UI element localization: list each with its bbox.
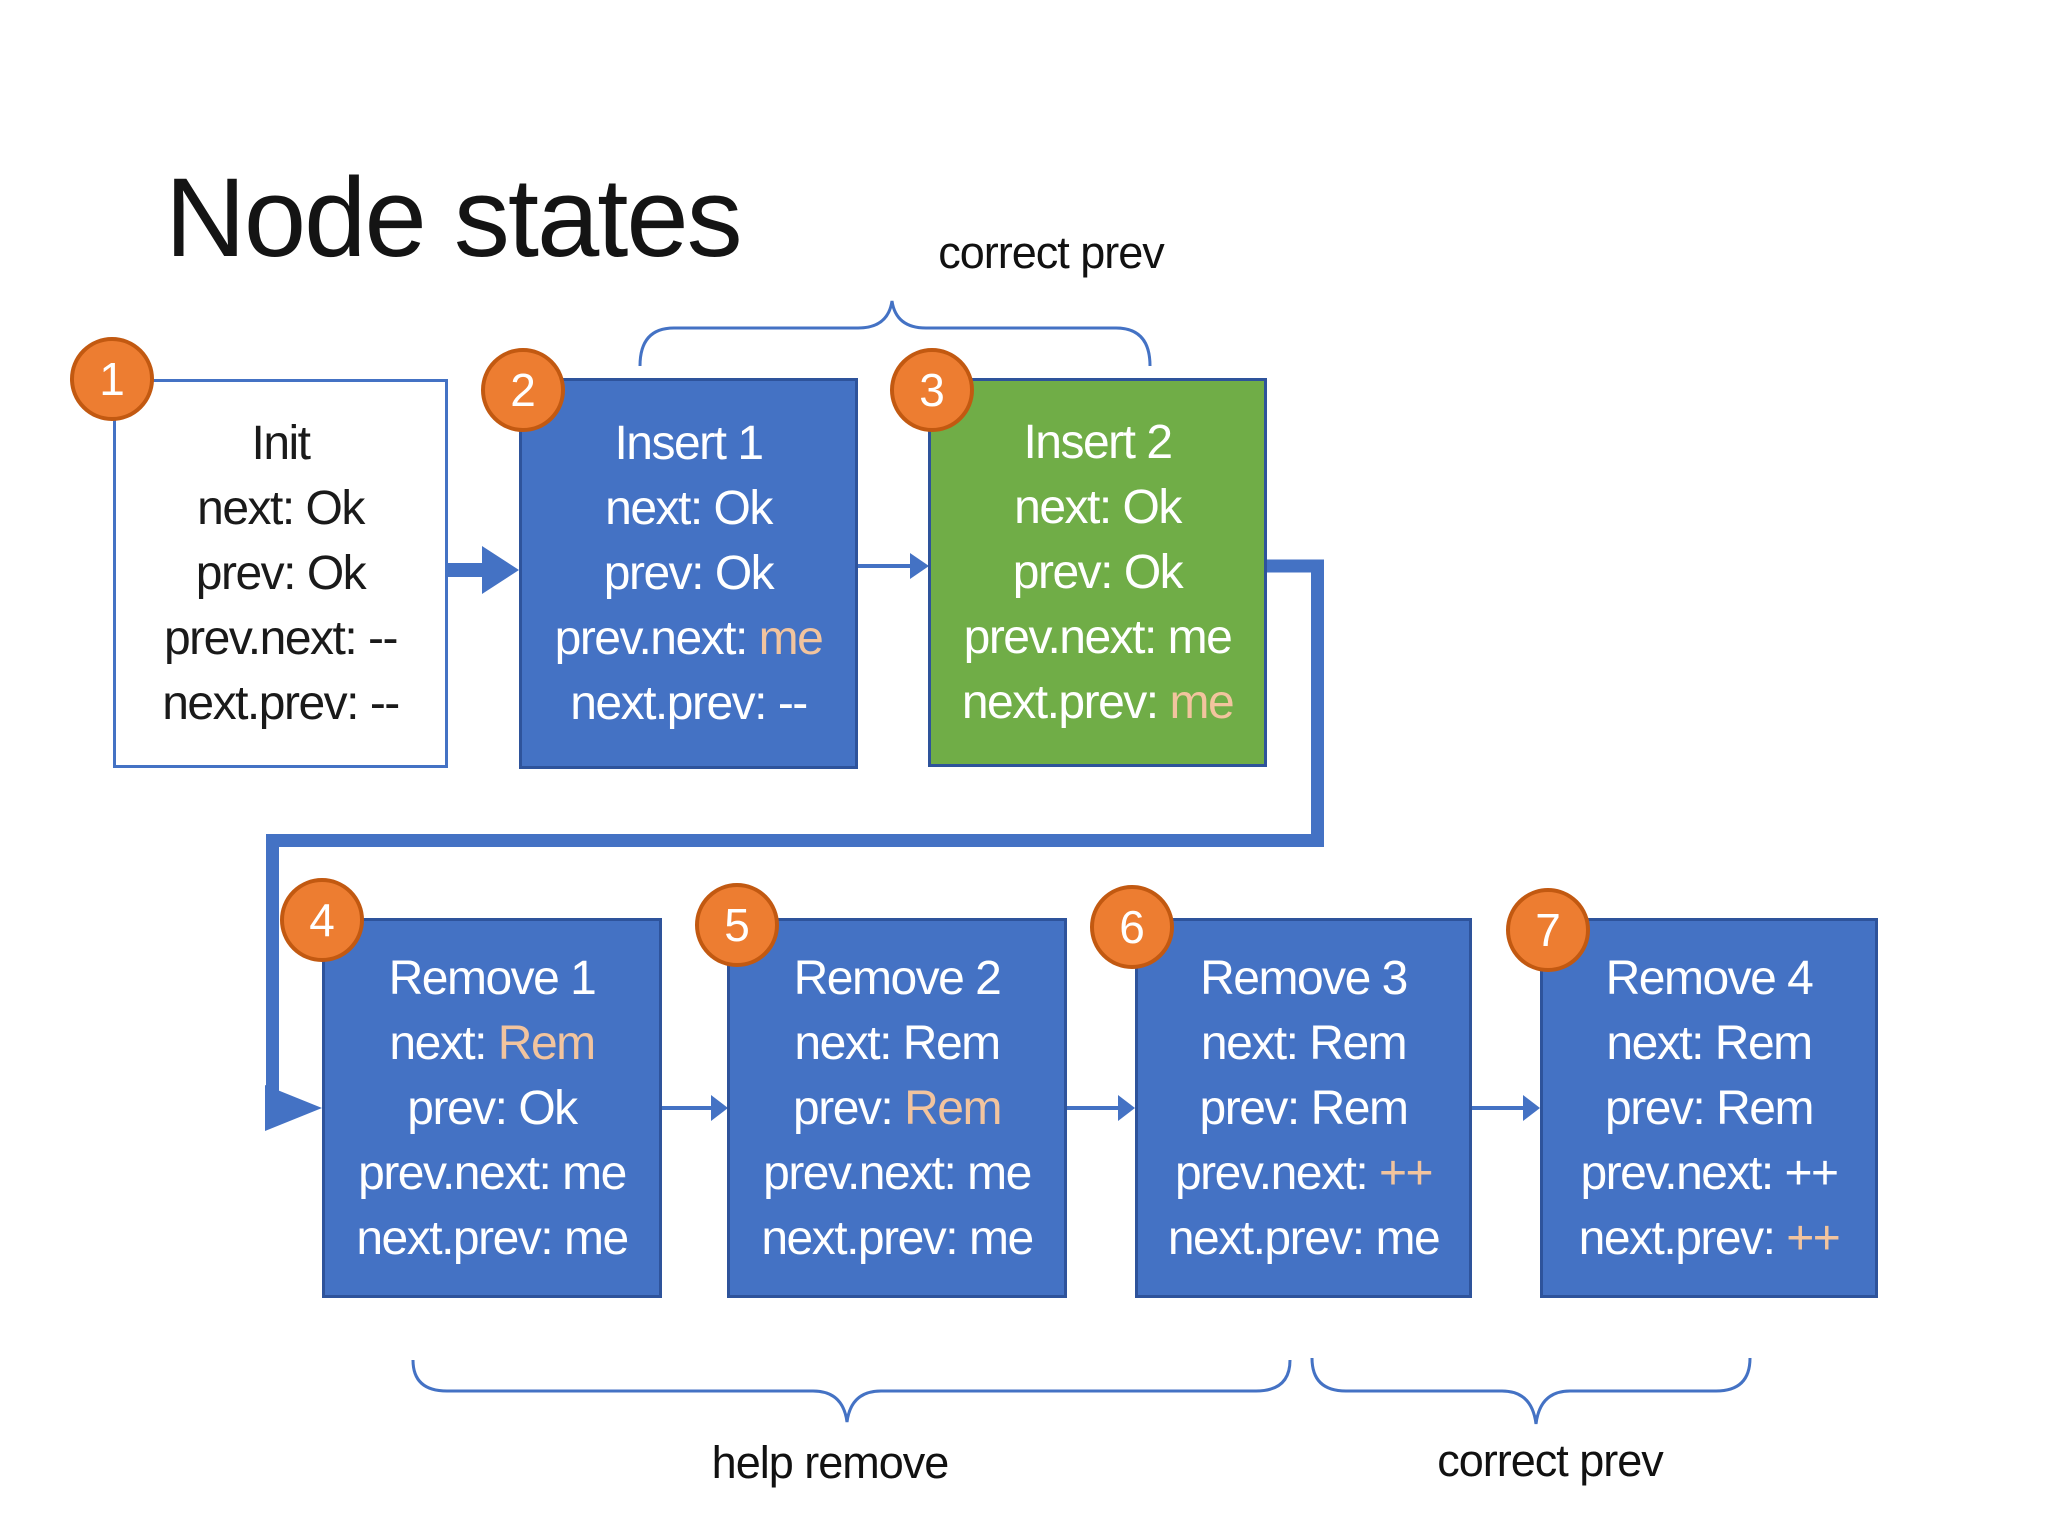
arrowhead-remove1-to-remove2 bbox=[711, 1095, 728, 1121]
label-correct-prev-top: correct prev bbox=[938, 227, 1165, 278]
node-title: Remove 4 bbox=[1605, 951, 1814, 1005]
node-title: Init bbox=[251, 417, 311, 470]
node-line: next: Ok bbox=[1014, 481, 1182, 534]
node-line: prev.next: ++ bbox=[1174, 1146, 1434, 1200]
node-title: Remove 1 bbox=[388, 951, 597, 1005]
node-line: next.prev: ++ bbox=[1578, 1211, 1841, 1265]
node-box-insert-2: Insert 2 next: Ok prev: Ok prev.next: me… bbox=[928, 378, 1267, 767]
node-title: Insert 1 bbox=[614, 417, 764, 470]
label-help-remove: help remove bbox=[711, 1437, 950, 1488]
node-line: next.prev: me bbox=[961, 676, 1235, 729]
node-line: next: Rem bbox=[1606, 1016, 1813, 1070]
step-badge-5: 5 bbox=[695, 883, 779, 967]
node-line: next.prev: me bbox=[1167, 1211, 1441, 1265]
arrow-init-to-insert1 bbox=[448, 546, 519, 594]
node-line: prev: Ok bbox=[407, 1081, 578, 1135]
node-line: prev: Ok bbox=[1012, 546, 1184, 599]
node-line: prev.next: me bbox=[963, 611, 1233, 664]
node-line: next.prev: me bbox=[761, 1211, 1034, 1265]
label-correct-prev-bottom: correct prev bbox=[1437, 1435, 1664, 1486]
step-badge-4: 4 bbox=[280, 878, 364, 962]
step-badge-1: 1 bbox=[70, 337, 154, 421]
step-badge-3: 3 bbox=[890, 348, 974, 432]
arrowhead-insert1-to-insert2 bbox=[910, 553, 929, 579]
node-line: prev: Rem bbox=[1605, 1081, 1814, 1135]
step-badge-6: 6 bbox=[1090, 885, 1174, 969]
node-line: prev.next: -- bbox=[163, 612, 399, 665]
node-line: next: Ok bbox=[197, 482, 365, 535]
node-line: next: Rem bbox=[389, 1016, 596, 1070]
step-badge-2: 2 bbox=[481, 348, 565, 432]
node-line: next: Ok bbox=[605, 482, 773, 535]
node-line: prev.next: ++ bbox=[1580, 1146, 1839, 1200]
node-title: Insert 2 bbox=[1023, 416, 1173, 469]
node-box-remove-1: Remove 1 next: Rem prev: Ok prev.next: m… bbox=[322, 918, 662, 1298]
node-line: next.prev: me bbox=[356, 1211, 629, 1265]
node-line: prev: Rem bbox=[1199, 1081, 1409, 1135]
brace-top-correct-prev bbox=[638, 300, 1152, 367]
node-line: next.prev: -- bbox=[162, 677, 400, 730]
node-title: Remove 2 bbox=[793, 951, 1002, 1005]
arrowhead-remove3-to-remove4 bbox=[1523, 1095, 1540, 1121]
brace-bottom-help-remove bbox=[411, 1359, 1292, 1423]
arrowhead-insert2-to-remove1 bbox=[265, 1085, 322, 1131]
elbow-insert2-to-remove1 bbox=[266, 559, 1324, 1092]
node-line: prev: Ok bbox=[603, 547, 775, 600]
step-badge-7: 7 bbox=[1506, 888, 1590, 972]
node-line: prev: Rem bbox=[793, 1081, 1002, 1135]
node-box-insert-1: Insert 1 next: Ok prev: Ok prev.next: me… bbox=[519, 378, 858, 769]
node-box-remove-2: Remove 2 next: Rem prev: Rem prev.next: … bbox=[727, 918, 1067, 1298]
node-line: prev.next: me bbox=[554, 612, 824, 665]
node-line: next: Rem bbox=[1200, 1016, 1408, 1070]
node-line: prev.next: me bbox=[763, 1146, 1032, 1200]
node-box-init: Init next: Ok prev: Ok prev.next: -- nex… bbox=[113, 379, 448, 768]
brace-bottom-correct-prev bbox=[1310, 1357, 1752, 1425]
arrowhead-remove2-to-remove3 bbox=[1118, 1095, 1135, 1121]
node-box-remove-3: Remove 3 next: Rem prev: Rem prev.next: … bbox=[1135, 918, 1472, 1298]
node-box-remove-4: Remove 4 next: Rem prev: Rem prev.next: … bbox=[1540, 918, 1878, 1298]
node-line: next.prev: -- bbox=[570, 677, 808, 730]
node-line: prev: Ok bbox=[195, 547, 367, 600]
node-title: Remove 3 bbox=[1200, 951, 1408, 1005]
page-title: Node states bbox=[165, 155, 743, 280]
node-line: prev.next: me bbox=[358, 1146, 627, 1200]
node-line: next: Rem bbox=[794, 1016, 1001, 1070]
